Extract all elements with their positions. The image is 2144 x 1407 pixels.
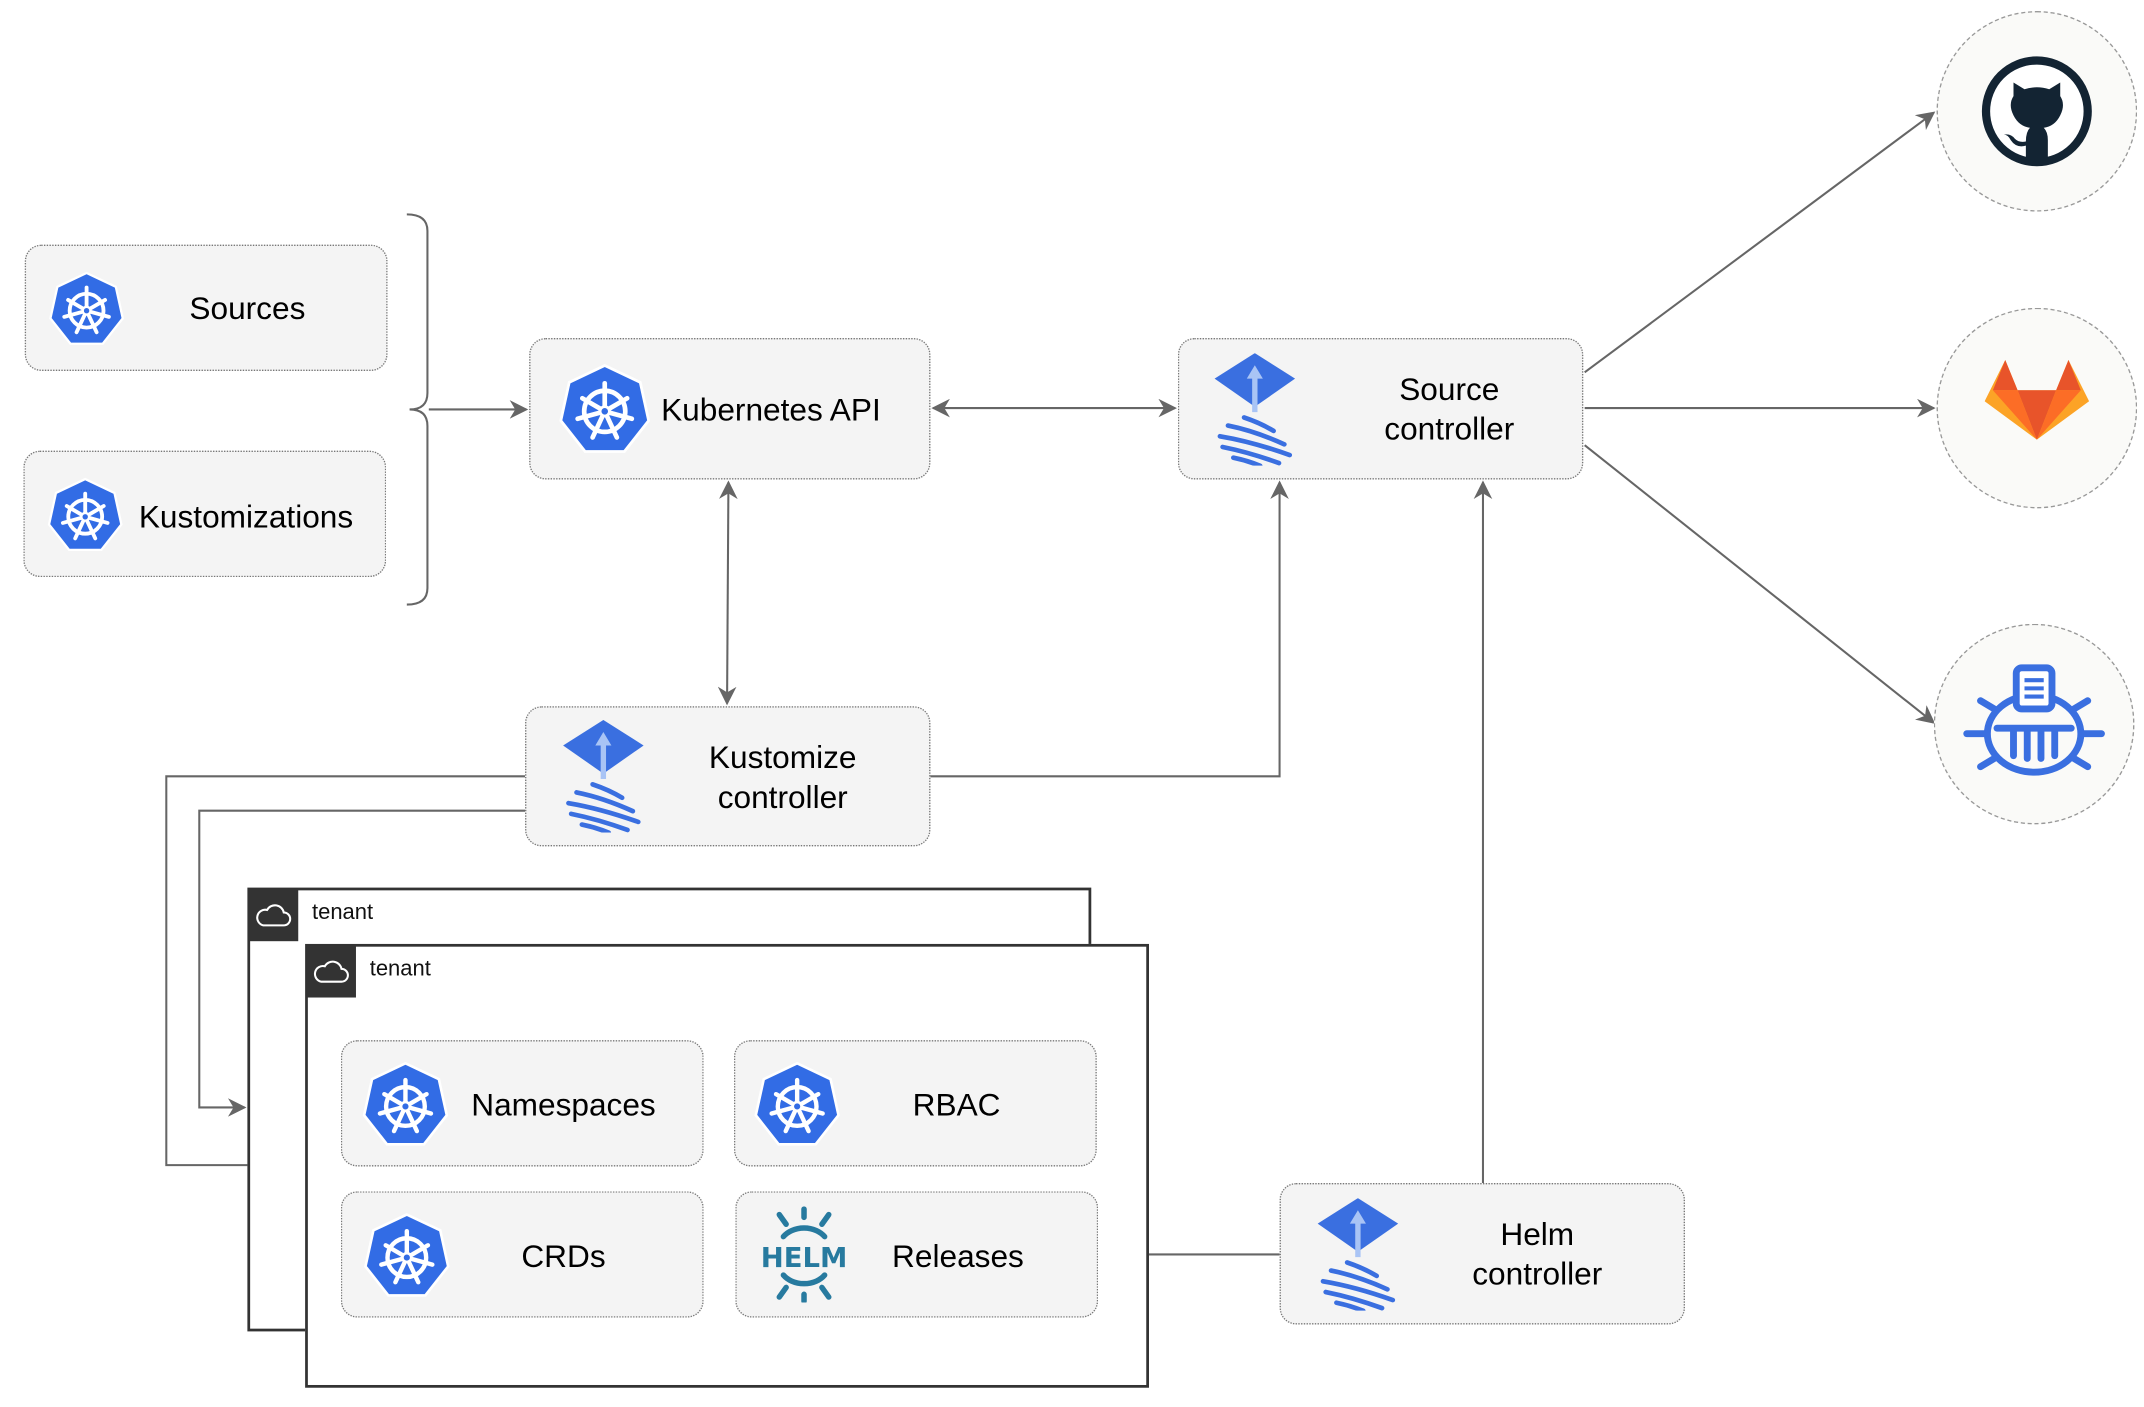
sources-node[interactable]: Sources (24, 244, 388, 371)
label-line: Helm (1500, 1215, 1575, 1252)
bucket-repo[interactable] (1933, 623, 2135, 825)
crds-node[interactable]: CRDs (340, 1191, 704, 1318)
flux-icon (1214, 353, 1296, 466)
label-line: controller (1384, 410, 1515, 447)
kubernetes-api-node[interactable]: Kubernetes API (529, 338, 931, 480)
edge-source-to-bucket (1584, 444, 1936, 724)
tenant-header (306, 945, 356, 998)
source-controller-label: Source controller (1317, 370, 1582, 450)
flux-icon (562, 720, 644, 833)
label-line: Source (1399, 370, 1500, 407)
crds-label: CRDs (521, 1237, 606, 1274)
helm-text: HELM (761, 1242, 848, 1274)
cloud-icon (312, 956, 350, 986)
rbac-label: RBAC (912, 1086, 1001, 1123)
kubernetes-api-label: Kubernetes API (661, 391, 881, 428)
flux-icon (1317, 1198, 1399, 1311)
edge-source-to-github (1584, 111, 1936, 374)
tenant-header (248, 888, 299, 942)
github-repo[interactable] (1936, 10, 2138, 212)
github-icon (1981, 56, 2092, 167)
edge-kustomize-to-source-controller (930, 480, 1289, 778)
gitlab-icon (1984, 359, 2090, 440)
edge-kustomize-to-tenant-back (198, 809, 526, 1117)
sources-label: Sources (189, 289, 306, 326)
label-line: Kustomize (708, 739, 857, 775)
namespaces-label: Namespaces (471, 1086, 656, 1123)
releases-node[interactable]: HELM Releases (735, 1191, 1099, 1318)
kustomizations-node[interactable]: Kustomizations (23, 450, 387, 578)
edge-kustomize-to-tenant-front (165, 775, 526, 1175)
label-line: controller (1472, 1255, 1603, 1292)
rbac-node[interactable]: RBAC (733, 1040, 1097, 1167)
kubernetes-icon (558, 363, 651, 456)
tenant-label: tenant (311, 901, 374, 925)
bucket-icon (1963, 664, 2105, 776)
releases-label: Releases (892, 1237, 1024, 1274)
namespaces-node[interactable]: Namespaces (340, 1040, 704, 1167)
edge-kubernetes-api-kustomize-controller (717, 480, 738, 706)
helm-controller-label: Helm controller (1391, 1215, 1684, 1295)
kustomize-controller-label: Kustomize controller (636, 738, 929, 818)
helm-icon: HELM (761, 1206, 848, 1303)
cloud-icon (254, 900, 292, 930)
brace (406, 213, 429, 606)
source-controller-node[interactable]: Source controller (1177, 338, 1584, 480)
helm-controller-node[interactable]: Helm controller (1279, 1183, 1686, 1325)
kustomizations-label: Kustomizations (138, 498, 354, 535)
tenant-label: tenant (369, 957, 431, 982)
kustomize-controller-node[interactable]: Kustomize controller (525, 706, 931, 847)
label-line: controller (717, 779, 848, 815)
gitlab-repo[interactable] (1936, 307, 2138, 509)
